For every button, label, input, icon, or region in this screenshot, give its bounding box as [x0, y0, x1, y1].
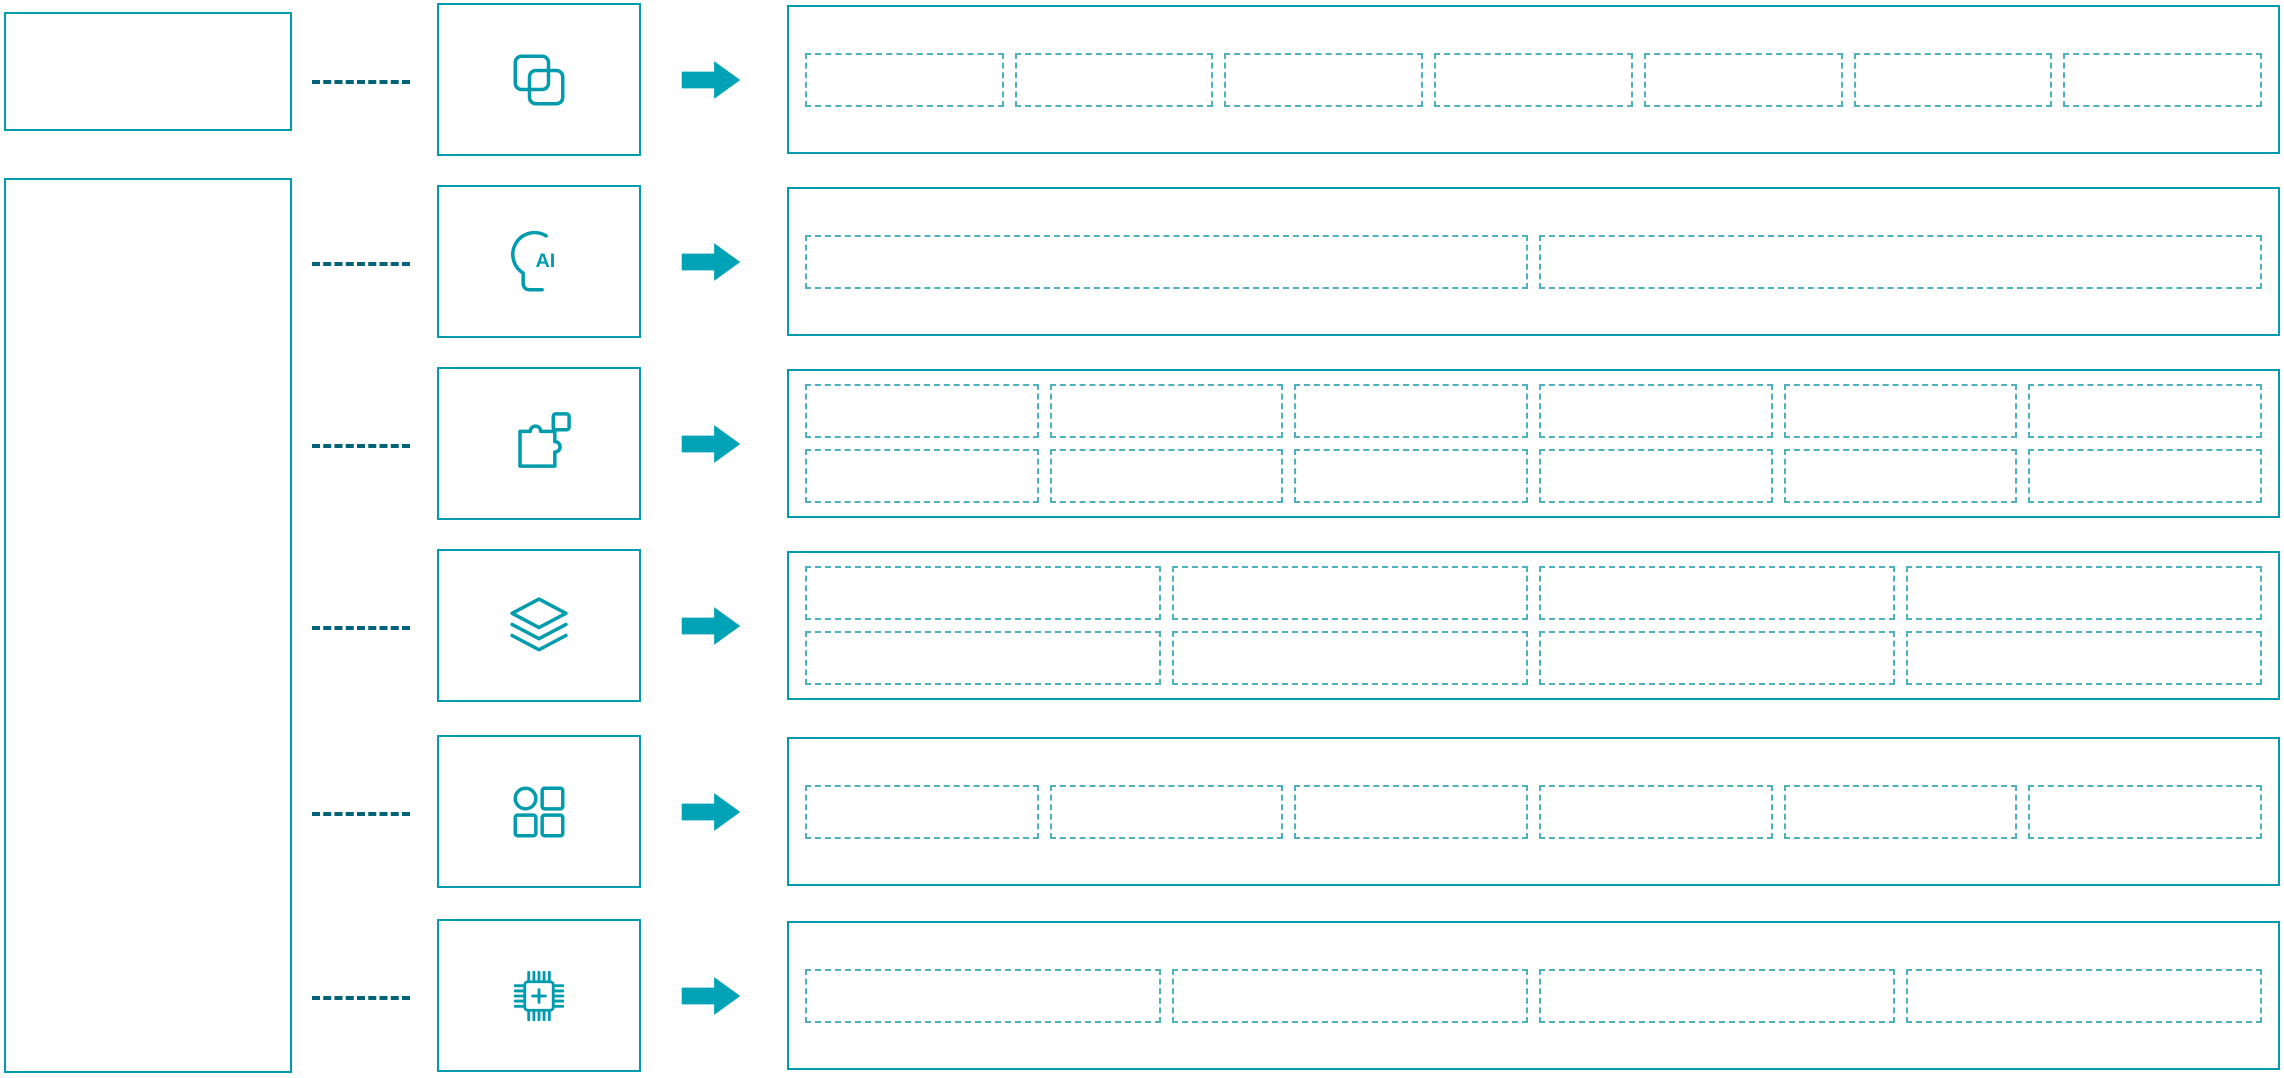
- placeholder-box: [805, 968, 1161, 1023]
- placeholder-box: [1783, 384, 2018, 438]
- placeholder-line: [805, 234, 2262, 289]
- layers-icon: [510, 596, 568, 651]
- placeholder-box: [1294, 384, 1529, 438]
- placeholder-box: [1172, 631, 1528, 685]
- diagram-row-5: [0, 735, 2284, 888]
- placeholder-box: [1906, 566, 2262, 620]
- apps-grid-icon: [513, 786, 565, 837]
- chip-plus-icon: [513, 970, 565, 1021]
- icon-box-row-3: [437, 367, 641, 520]
- placeholder-box: [1049, 449, 1284, 503]
- placeholder-box: [1539, 566, 1895, 620]
- content-box-row-2: [787, 187, 2280, 336]
- placeholder-box: [1434, 52, 1633, 107]
- icon-box-row-6: [437, 919, 641, 1072]
- diagram-row-4: [0, 549, 2284, 702]
- placeholder-box: [1539, 631, 1895, 685]
- placeholder-box: [805, 449, 1039, 503]
- arrow-right-icon: [681, 424, 741, 463]
- placeholder-line: [805, 449, 2263, 503]
- placeholder-box: [1783, 784, 2018, 839]
- diagram-row-2: AI: [0, 185, 2284, 338]
- placeholder-line: [805, 968, 2262, 1023]
- placeholder-line: [805, 384, 2263, 438]
- placeholder-box: [1049, 784, 1284, 839]
- icon-box-row-4: [437, 549, 641, 702]
- placeholder-box: [1539, 449, 1773, 503]
- placeholder-box: [805, 234, 1528, 289]
- svg-text:AI: AI: [535, 249, 555, 271]
- placeholder-box: [1014, 52, 1214, 107]
- placeholder-box: [2063, 52, 2263, 107]
- puzzle-icon: [518, 411, 571, 468]
- arrow-right-icon: [681, 792, 741, 831]
- overlapping-frames-icon: [513, 54, 565, 105]
- placeholder-box: [1539, 234, 2262, 289]
- placeholder-box: [2028, 449, 2263, 503]
- content-box-row-1: [787, 5, 2280, 154]
- placeholder-box: [1539, 384, 1773, 438]
- arrow-right-icon: [681, 60, 741, 99]
- placeholder-box: [1906, 968, 2262, 1023]
- placeholder-line: [805, 52, 2263, 107]
- dashed-connector-line: [312, 79, 410, 84]
- diagram-row-6: [0, 919, 2284, 1072]
- placeholder-line: [805, 631, 2262, 685]
- placeholder-box: [1224, 52, 1424, 107]
- legend-top-box: [4, 12, 292, 131]
- placeholder-box: [1783, 449, 2018, 503]
- placeholder-box: [2028, 784, 2263, 839]
- content-box-row-6: [787, 921, 2280, 1070]
- placeholder-box: [1539, 784, 1773, 839]
- placeholder-box: [1294, 784, 1529, 839]
- placeholder-box: [805, 784, 1039, 839]
- icon-box-row-1: [437, 3, 641, 156]
- diagram-row-3: [0, 367, 2284, 520]
- placeholder-line: [805, 784, 2263, 839]
- dashed-connector-line: [312, 995, 410, 1000]
- placeholder-line: [805, 566, 2262, 620]
- icon-box-row-2: AI: [437, 185, 641, 338]
- placeholder-box: [805, 384, 1039, 438]
- dashed-connector-line: [312, 261, 410, 266]
- ai-head-icon: AI: [511, 230, 555, 291]
- icon-box-row-5: [437, 735, 641, 888]
- placeholder-box: [1539, 968, 1895, 1023]
- arrow-right-icon: [681, 242, 741, 281]
- placeholder-box: [805, 52, 1004, 107]
- placeholder-box: [1172, 968, 1528, 1023]
- arrow-right-icon: [681, 606, 741, 645]
- content-box-row-5: [787, 737, 2280, 886]
- placeholder-box: [1172, 566, 1528, 620]
- placeholder-box: [805, 566, 1161, 620]
- dashed-connector-line: [312, 625, 410, 630]
- placeholder-box: [1294, 449, 1529, 503]
- placeholder-box: [1643, 52, 1843, 107]
- dashed-connector-line: [312, 443, 410, 448]
- placeholder-box: [2028, 384, 2263, 438]
- arrow-right-icon: [681, 976, 741, 1015]
- content-box-row-3: [787, 369, 2280, 518]
- placeholder-box: [1853, 52, 2053, 107]
- content-box-row-4: [787, 551, 2280, 700]
- legend-side-box: [4, 178, 292, 1073]
- placeholder-box: [1906, 631, 2262, 685]
- placeholder-box: [1049, 384, 1284, 438]
- dashed-connector-line: [312, 811, 410, 816]
- placeholder-box: [805, 631, 1161, 685]
- diagram-row-1: [0, 3, 2284, 156]
